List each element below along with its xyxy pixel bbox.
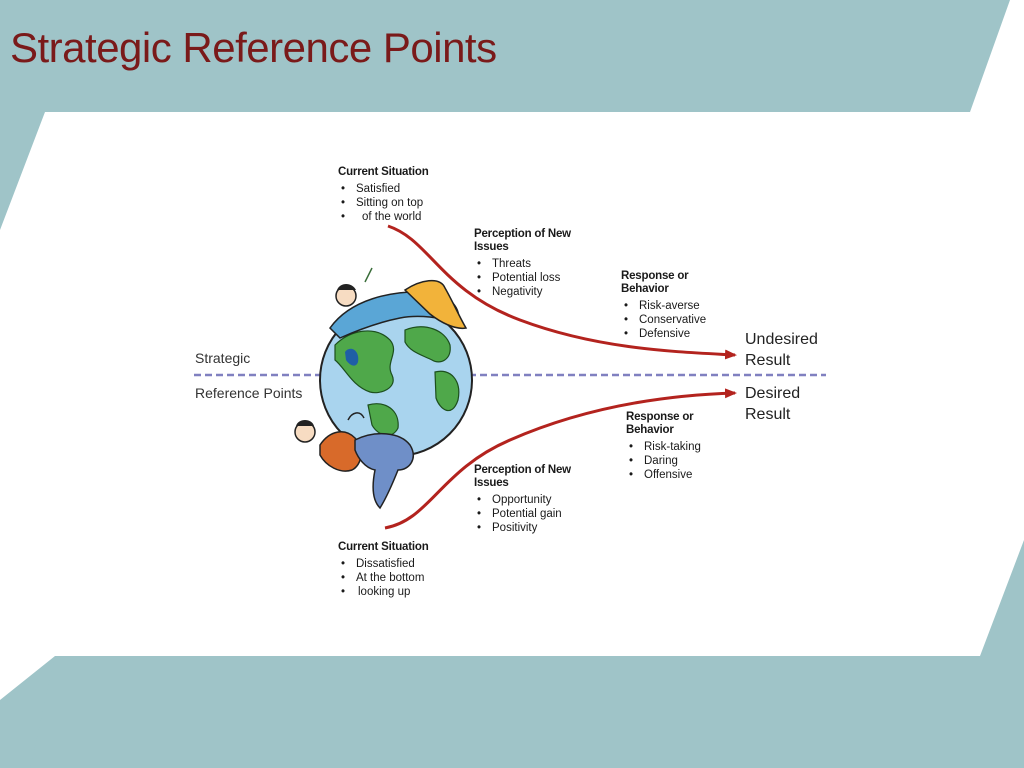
bottom-current-situation-item: looking up [338, 585, 429, 599]
top-current-situation-heading: Current Situation [338, 166, 429, 178]
bottom-response-heading-line2: Behavior [626, 424, 674, 436]
undesired-result-line2: Result [745, 352, 791, 369]
bottom-perception-heading-line1: Perception of New [474, 464, 571, 476]
top-current-situation-item: Satisfied [338, 182, 429, 196]
bottom-current-situation: Current Situation Dissatisfied At the bo… [338, 541, 429, 599]
desired-path-arrow [384, 388, 737, 530]
top-current-situation: Current Situation Satisfied Sitting on t… [338, 166, 429, 224]
desired-result-line1: Desired [745, 385, 801, 402]
slide-title: Strategic Reference Points [10, 24, 497, 71]
top-perception-heading-line1: Perception of New [474, 228, 571, 240]
desired-result-label: Desired Result [745, 383, 800, 425]
bottom-current-situation-heading: Current Situation [338, 541, 429, 553]
bottom-response-heading-line1: Response or [626, 411, 694, 423]
desired-result-line2: Result [745, 406, 791, 423]
bottom-response-item: Offensive [626, 468, 701, 482]
top-perception-item: Threats [474, 257, 571, 271]
top-response-item: Risk-averse [621, 299, 706, 313]
top-perception-item: Negativity [474, 285, 571, 299]
bottom-perception-item: Potential gain [474, 507, 571, 521]
top-current-situation-item: Sitting on top [338, 196, 429, 210]
bottom-perception-heading-line2: Issues [474, 477, 509, 489]
bottom-perception-item: Positivity [474, 521, 571, 535]
bottom-perception: Perception of New Issues Opportunity Pot… [474, 464, 571, 535]
undesired-path-arrow [387, 224, 737, 360]
globe-with-two-people-icon [294, 267, 473, 510]
top-perception: Perception of New Issues Threats Potenti… [474, 228, 571, 299]
bottom-band-lower [30, 656, 1024, 768]
top-perception-item: Potential loss [474, 271, 571, 285]
top-response-heading-line2: Behavior [621, 283, 669, 295]
top-response-heading-line1: Response or [621, 270, 689, 282]
bottom-perception-item: Opportunity [474, 493, 571, 507]
bottom-response: Response or Behavior Risk-taking Daring … [626, 411, 701, 482]
reference-label-points: Reference Points [195, 385, 303, 401]
top-response-item: Conservative [621, 313, 706, 327]
bottom-response-item: Daring [626, 454, 701, 468]
bottom-current-situation-item: Dissatisfied [338, 557, 429, 571]
top-current-situation-item: of the world [338, 210, 429, 224]
undesired-result-line1: Undesired [745, 331, 818, 348]
top-response: Response or Behavior Risk-averse Conserv… [621, 270, 706, 341]
top-response-item: Defensive [621, 327, 706, 341]
undesired-result-label: Undesired Result [745, 329, 818, 371]
bottom-response-item: Risk-taking [626, 440, 701, 454]
bottom-current-situation-item: At the bottom [338, 571, 429, 585]
top-band [0, 0, 1010, 230]
top-perception-heading-line2: Issues [474, 241, 509, 253]
reference-label-strategic: Strategic [195, 350, 251, 366]
